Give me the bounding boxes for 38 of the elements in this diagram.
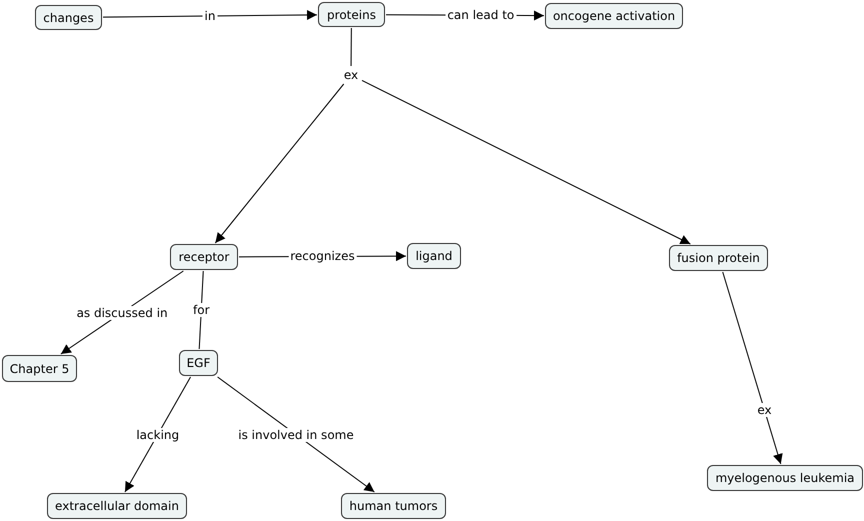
concept-label: Chapter 5 [10,362,70,376]
connector-arrow [217,376,375,492]
connector-arrow [362,80,691,244]
concept-label: myelogenous leukemia [715,471,855,485]
edge-label: for [191,303,212,317]
concept-box [341,493,446,519]
concept-box [407,243,461,269]
concept-box [707,465,863,491]
concept-label: EGF [186,356,210,370]
concept-label: receptor [178,250,230,264]
concept-label: ligand [416,249,452,263]
connector-arrow [722,272,783,464]
concept-label: oncogene activation [552,9,676,23]
connector-line [350,28,352,66]
concept-box [170,244,238,270]
linking-phrase: ex [344,68,358,82]
concept-box [318,2,385,27]
connector-arrow [214,84,344,244]
concept-label: fusion protein [677,251,760,265]
concept-box [35,5,102,30]
concept-label: proteins [327,8,376,22]
concept-box [2,355,77,382]
concept-label: changes [43,10,94,24]
edge-label: ex [755,403,774,418]
concept-box [669,245,768,271]
concept-label: extracellular domain [55,499,179,513]
edge-label: as discussed in [74,306,170,320]
concept-box [47,493,187,519]
connector-line [198,270,204,350]
concept-label: human tumors [349,499,438,513]
connector-arrow [124,376,192,492]
concept-box [179,350,218,376]
connector-arrow [102,10,318,20]
edge-label: in [202,9,218,23]
edge-label: is involved in some [236,428,356,442]
edge-label: recognizes [288,249,357,264]
concept-box [545,3,683,29]
edge-label: can lead to [445,8,516,22]
